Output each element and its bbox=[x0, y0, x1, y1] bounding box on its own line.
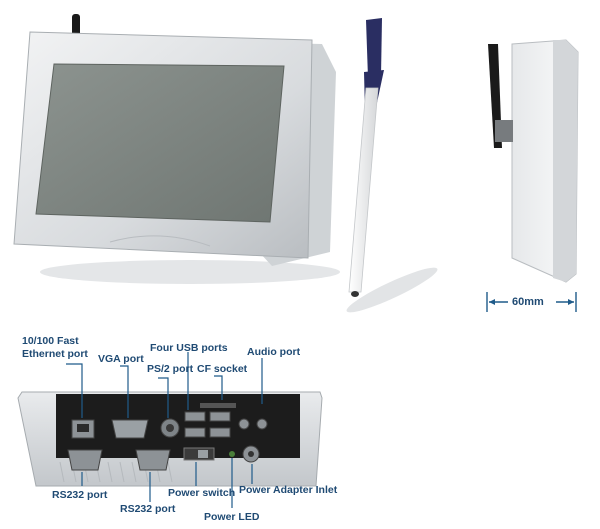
dimension-marker bbox=[486, 292, 577, 312]
tablet-screen bbox=[35, 63, 285, 223]
label-rs232-left: RS232 port bbox=[52, 489, 108, 501]
cf-socket-icon bbox=[200, 403, 236, 408]
label-power-switch: Power switch bbox=[168, 487, 236, 499]
label-vga-port: VGA port bbox=[98, 353, 144, 365]
label-four-usb-ports: Four USB ports bbox=[150, 342, 228, 354]
label-rs232-mid: RS232 port bbox=[120, 503, 176, 515]
usb-ports-icon bbox=[184, 411, 231, 438]
label-power-led: Power LED bbox=[204, 511, 260, 523]
stylus-pen bbox=[346, 18, 438, 313]
side-view bbox=[488, 39, 579, 283]
power-led-icon bbox=[229, 451, 235, 457]
label-power-adapter-inlet: Power Adapter Inlet bbox=[239, 484, 338, 496]
label-audio-port: Audio port bbox=[247, 346, 301, 358]
label-cf-socket: CF socket bbox=[197, 363, 248, 375]
label-ethernet-port: 10/100 Fast Ethernet port bbox=[22, 335, 88, 360]
front-view bbox=[13, 14, 340, 284]
callout-lines bbox=[66, 352, 263, 508]
label-ps2-port: PS/2 port bbox=[147, 363, 194, 375]
antenna bbox=[72, 14, 80, 38]
audio-port-icon bbox=[238, 418, 250, 430]
dimension-label: 60mm bbox=[512, 296, 544, 308]
vga-port-icon bbox=[111, 419, 149, 439]
bottom-view bbox=[17, 391, 323, 487]
rs232-port-icon-left bbox=[67, 449, 103, 471]
rs232-port-icon-mid bbox=[135, 449, 171, 471]
